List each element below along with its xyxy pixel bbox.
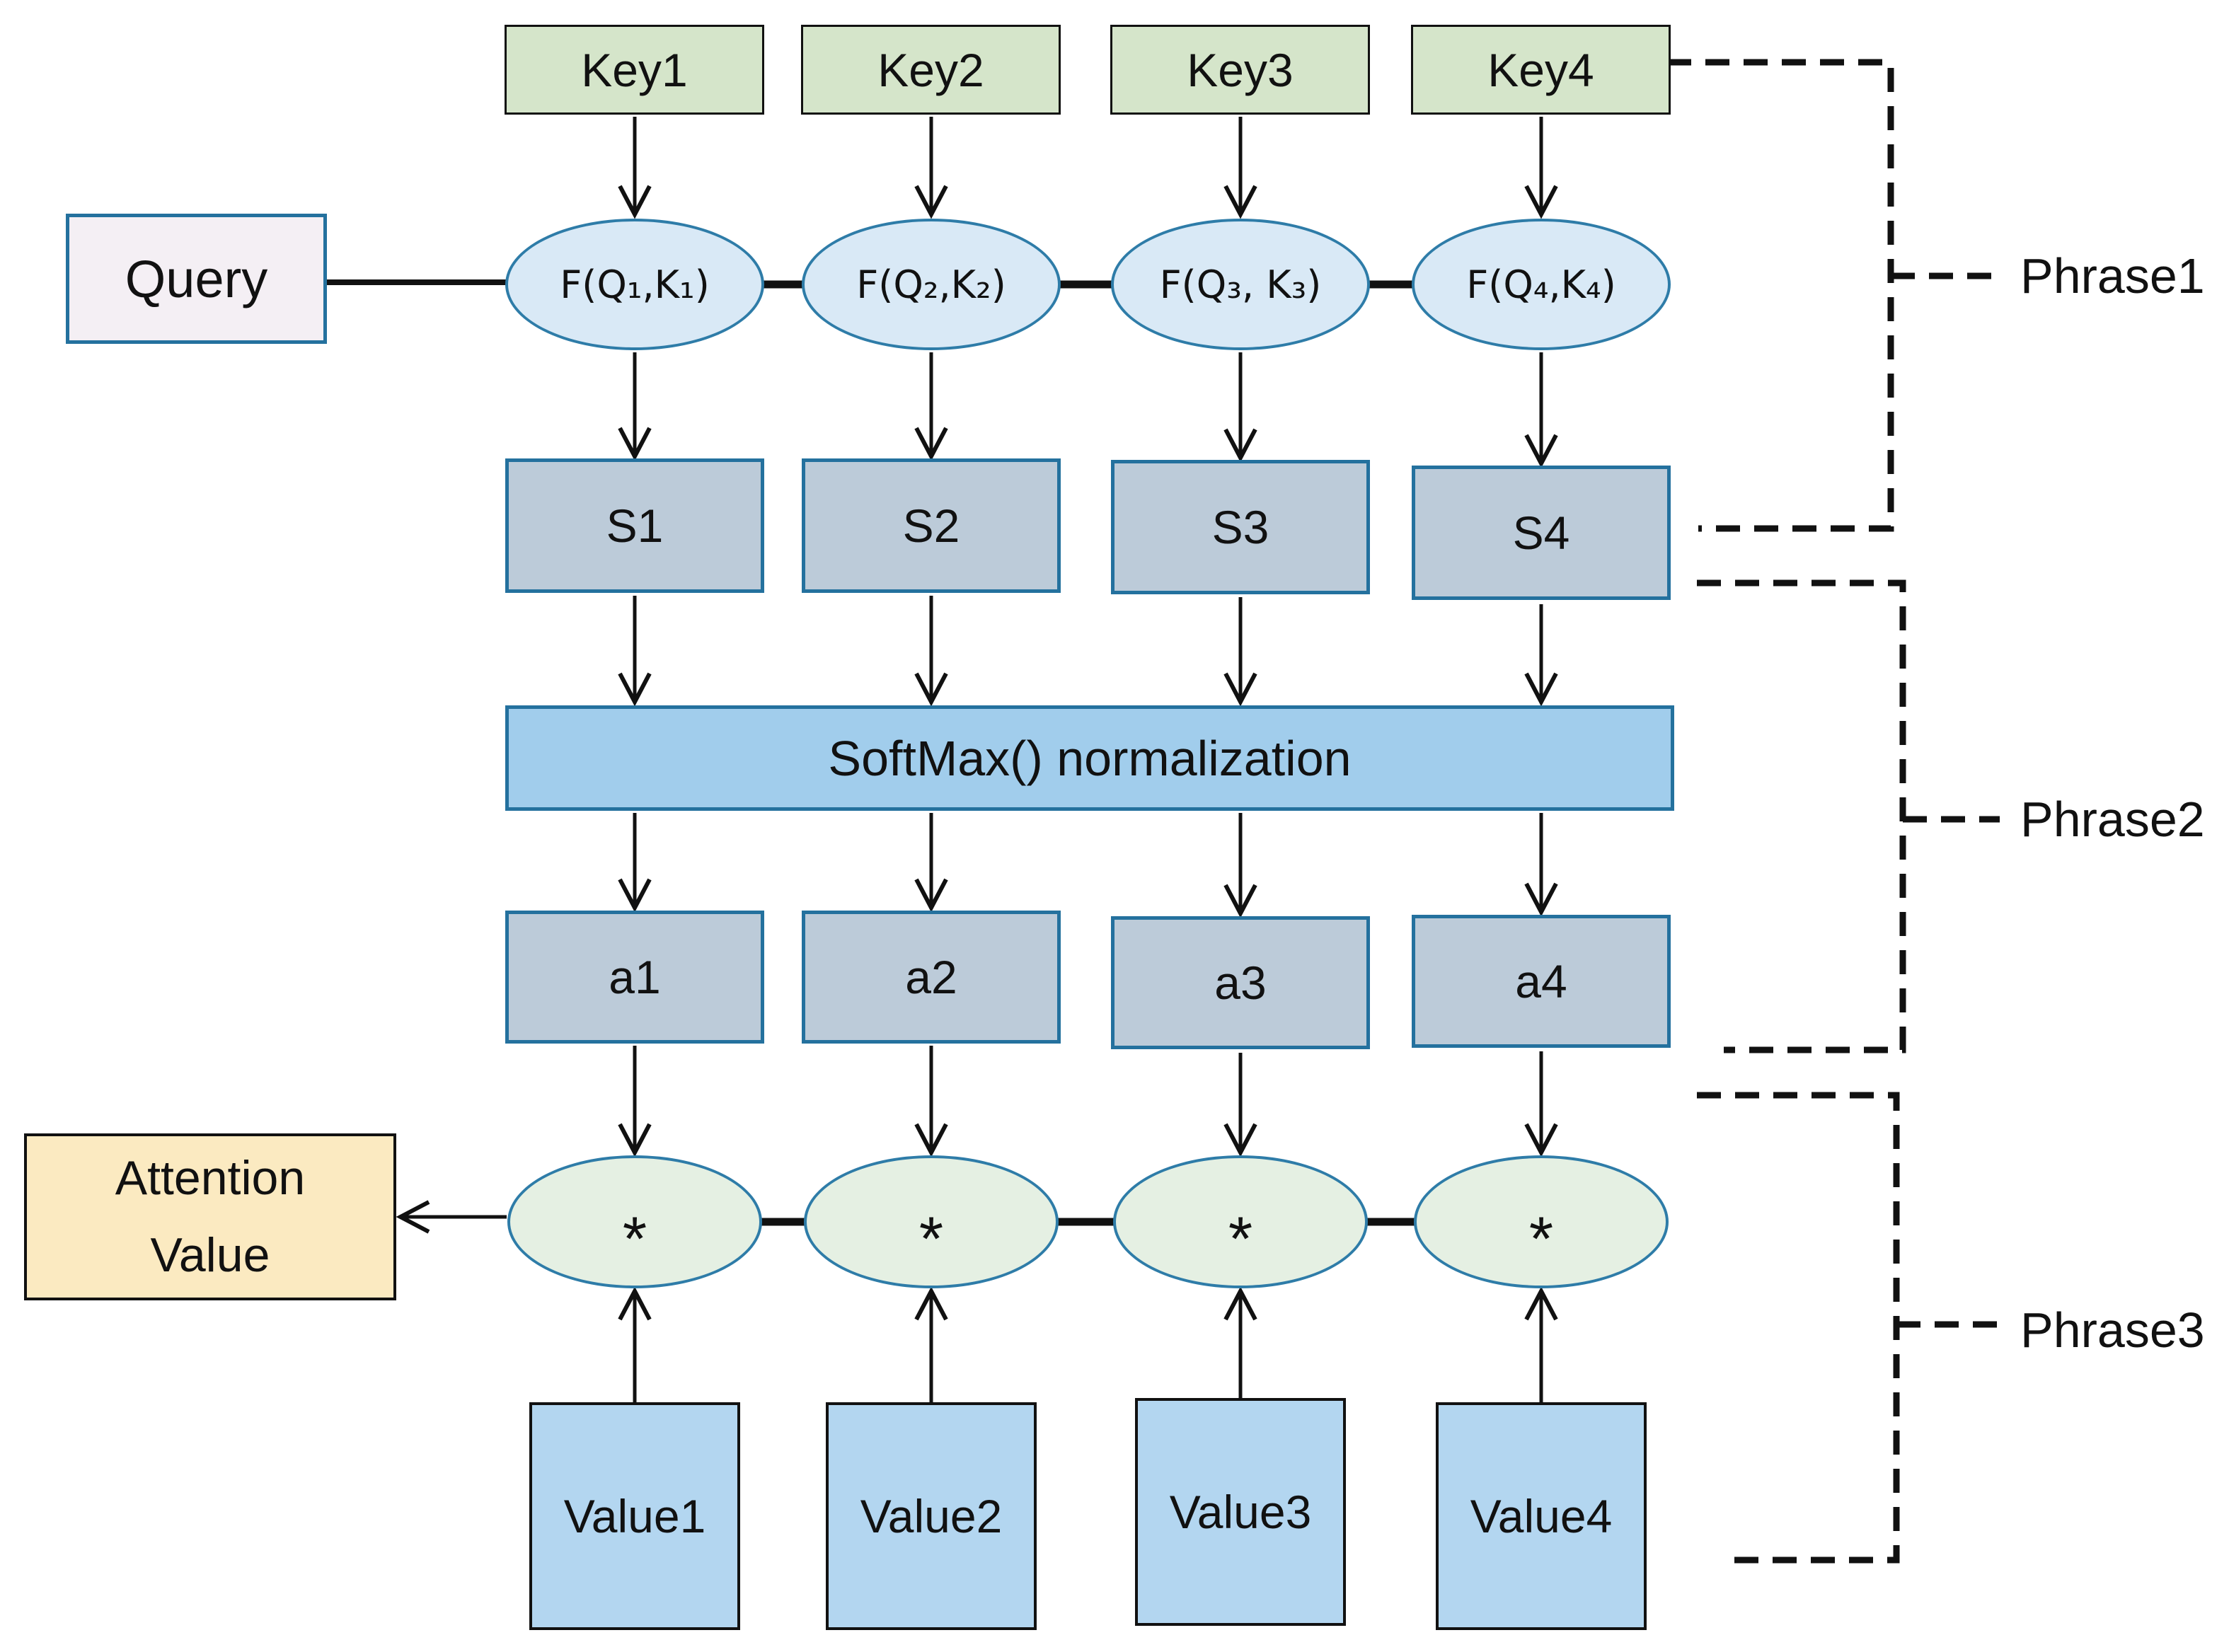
arrow-value2-to-mul2 [914,1286,948,1404]
key3-box: Key3 [1110,25,1370,115]
key1-box: Key1 [505,25,764,115]
phrase1-bracket [1667,59,2000,532]
score-function-label-2: F(Q₂,K₂) [856,262,1006,307]
multiply-ellipse-1: * [507,1155,762,1288]
s3-label: S3 [1211,501,1269,553]
s2-label: S2 [902,499,960,552]
multiply-symbol-3: * [1228,1203,1253,1273]
value2-box: Value2 [826,1402,1037,1630]
arrow-key2-to-f2 [914,117,948,219]
query-label: Query [125,249,268,308]
arrow-softmax-to-a4 [1524,813,1558,917]
arrow-softmax-to-a2 [914,813,948,913]
arrow-key1-to-f1 [618,117,652,219]
s3-box: S3 [1111,460,1370,594]
phrase3-bracket [1697,1092,2000,1564]
value4-label: Value4 [1470,1490,1613,1542]
s1-label: S1 [606,499,664,552]
arrow-value1-to-mul1 [618,1286,652,1404]
arrow-f1-to-s1 [618,352,652,461]
s4-label: S4 [1512,507,1570,559]
s2-box: S2 [802,458,1061,593]
multiply-ellipse-2: * [804,1155,1059,1288]
arrow-f2-to-s2 [914,352,948,461]
phrase3-label: Phrase3 [2020,1302,2205,1358]
key1-label: Key1 [581,43,688,96]
multiply-ellipse-4: * [1414,1155,1669,1288]
arrow-softmax-to-a3 [1223,813,1257,918]
value3-label: Value3 [1169,1486,1312,1538]
score-function-label-4: F(Q₄,K₄) [1466,262,1616,307]
query-box: Query [66,214,327,344]
value1-box: Value1 [529,1402,740,1630]
score-function-ellipse-1: F(Q₁,K₁) [505,219,764,350]
score-function-ellipse-4: F(Q₄,K₄) [1412,219,1671,350]
key4-label: Key4 [1487,43,1594,96]
a2-box: a2 [802,911,1061,1044]
s4-box: S4 [1412,466,1671,600]
score-function-label-1: F(Q₁,K₁) [560,262,710,307]
arrow-key4-to-f4 [1524,117,1558,219]
arrow-a3-to-mul3 [1223,1053,1257,1157]
a2-label: a2 [905,951,957,1003]
arrow-a4-to-mul4 [1524,1051,1558,1157]
value4-box: Value4 [1436,1402,1647,1630]
a1-box: a1 [505,911,764,1044]
arrow-key3-to-f3 [1223,117,1257,219]
phrase1-label: Phrase1 [2020,248,2205,304]
value1-label: Value1 [563,1490,706,1542]
attention-value-box: Attention Value [24,1133,396,1300]
arrow-f3-to-s3 [1223,352,1257,463]
arrow-value4-to-mul4 [1524,1286,1558,1404]
arrow-a2-to-mul2 [914,1046,948,1157]
key2-label: Key2 [877,43,984,96]
value3-box: Value3 [1135,1398,1346,1626]
phrase2-bracket [1697,579,2000,1053]
score-function-label-3: F(Q₃, K₃) [1159,262,1322,307]
softmax-bar: SoftMax() normalization [505,705,1674,811]
score-function-ellipse-3: F(Q₃, K₃) [1111,219,1370,350]
key4-box: Key4 [1411,25,1671,115]
multiply-symbol-4: * [1528,1203,1554,1273]
a3-label: a3 [1214,957,1267,1009]
a1-label: a1 [609,951,661,1003]
arrow-mul1-to-attention [396,1200,507,1234]
multiply-symbol-1: * [622,1203,647,1273]
a4-label: a4 [1515,955,1567,1007]
phrase2-label: Phrase2 [2020,792,2205,847]
arrow-value3-to-mul3 [1223,1286,1257,1401]
key2-box: Key2 [801,25,1061,115]
arrow-a1-to-mul1 [618,1046,652,1157]
multiply-ellipse-3: * [1113,1155,1368,1288]
key3-label: Key3 [1187,43,1294,96]
score-function-ellipse-2: F(Q₂,K₂) [802,219,1061,350]
a3-box: a3 [1111,916,1370,1049]
a4-box: a4 [1412,915,1671,1048]
arrow-s2-to-softmax [914,596,948,707]
softmax-label: SoftMax() normalization [828,730,1352,786]
arrow-f4-to-s4 [1524,352,1558,468]
arrow-softmax-to-a1 [618,813,652,913]
arrow-s3-to-softmax [1223,597,1257,707]
arrow-s4-to-softmax [1524,604,1558,707]
multiply-symbol-2: * [918,1203,944,1273]
arrow-s1-to-softmax [618,596,652,707]
s1-box: S1 [505,458,764,593]
attention-value-label: Attention Value [115,1151,306,1282]
value2-label: Value2 [860,1490,1003,1542]
